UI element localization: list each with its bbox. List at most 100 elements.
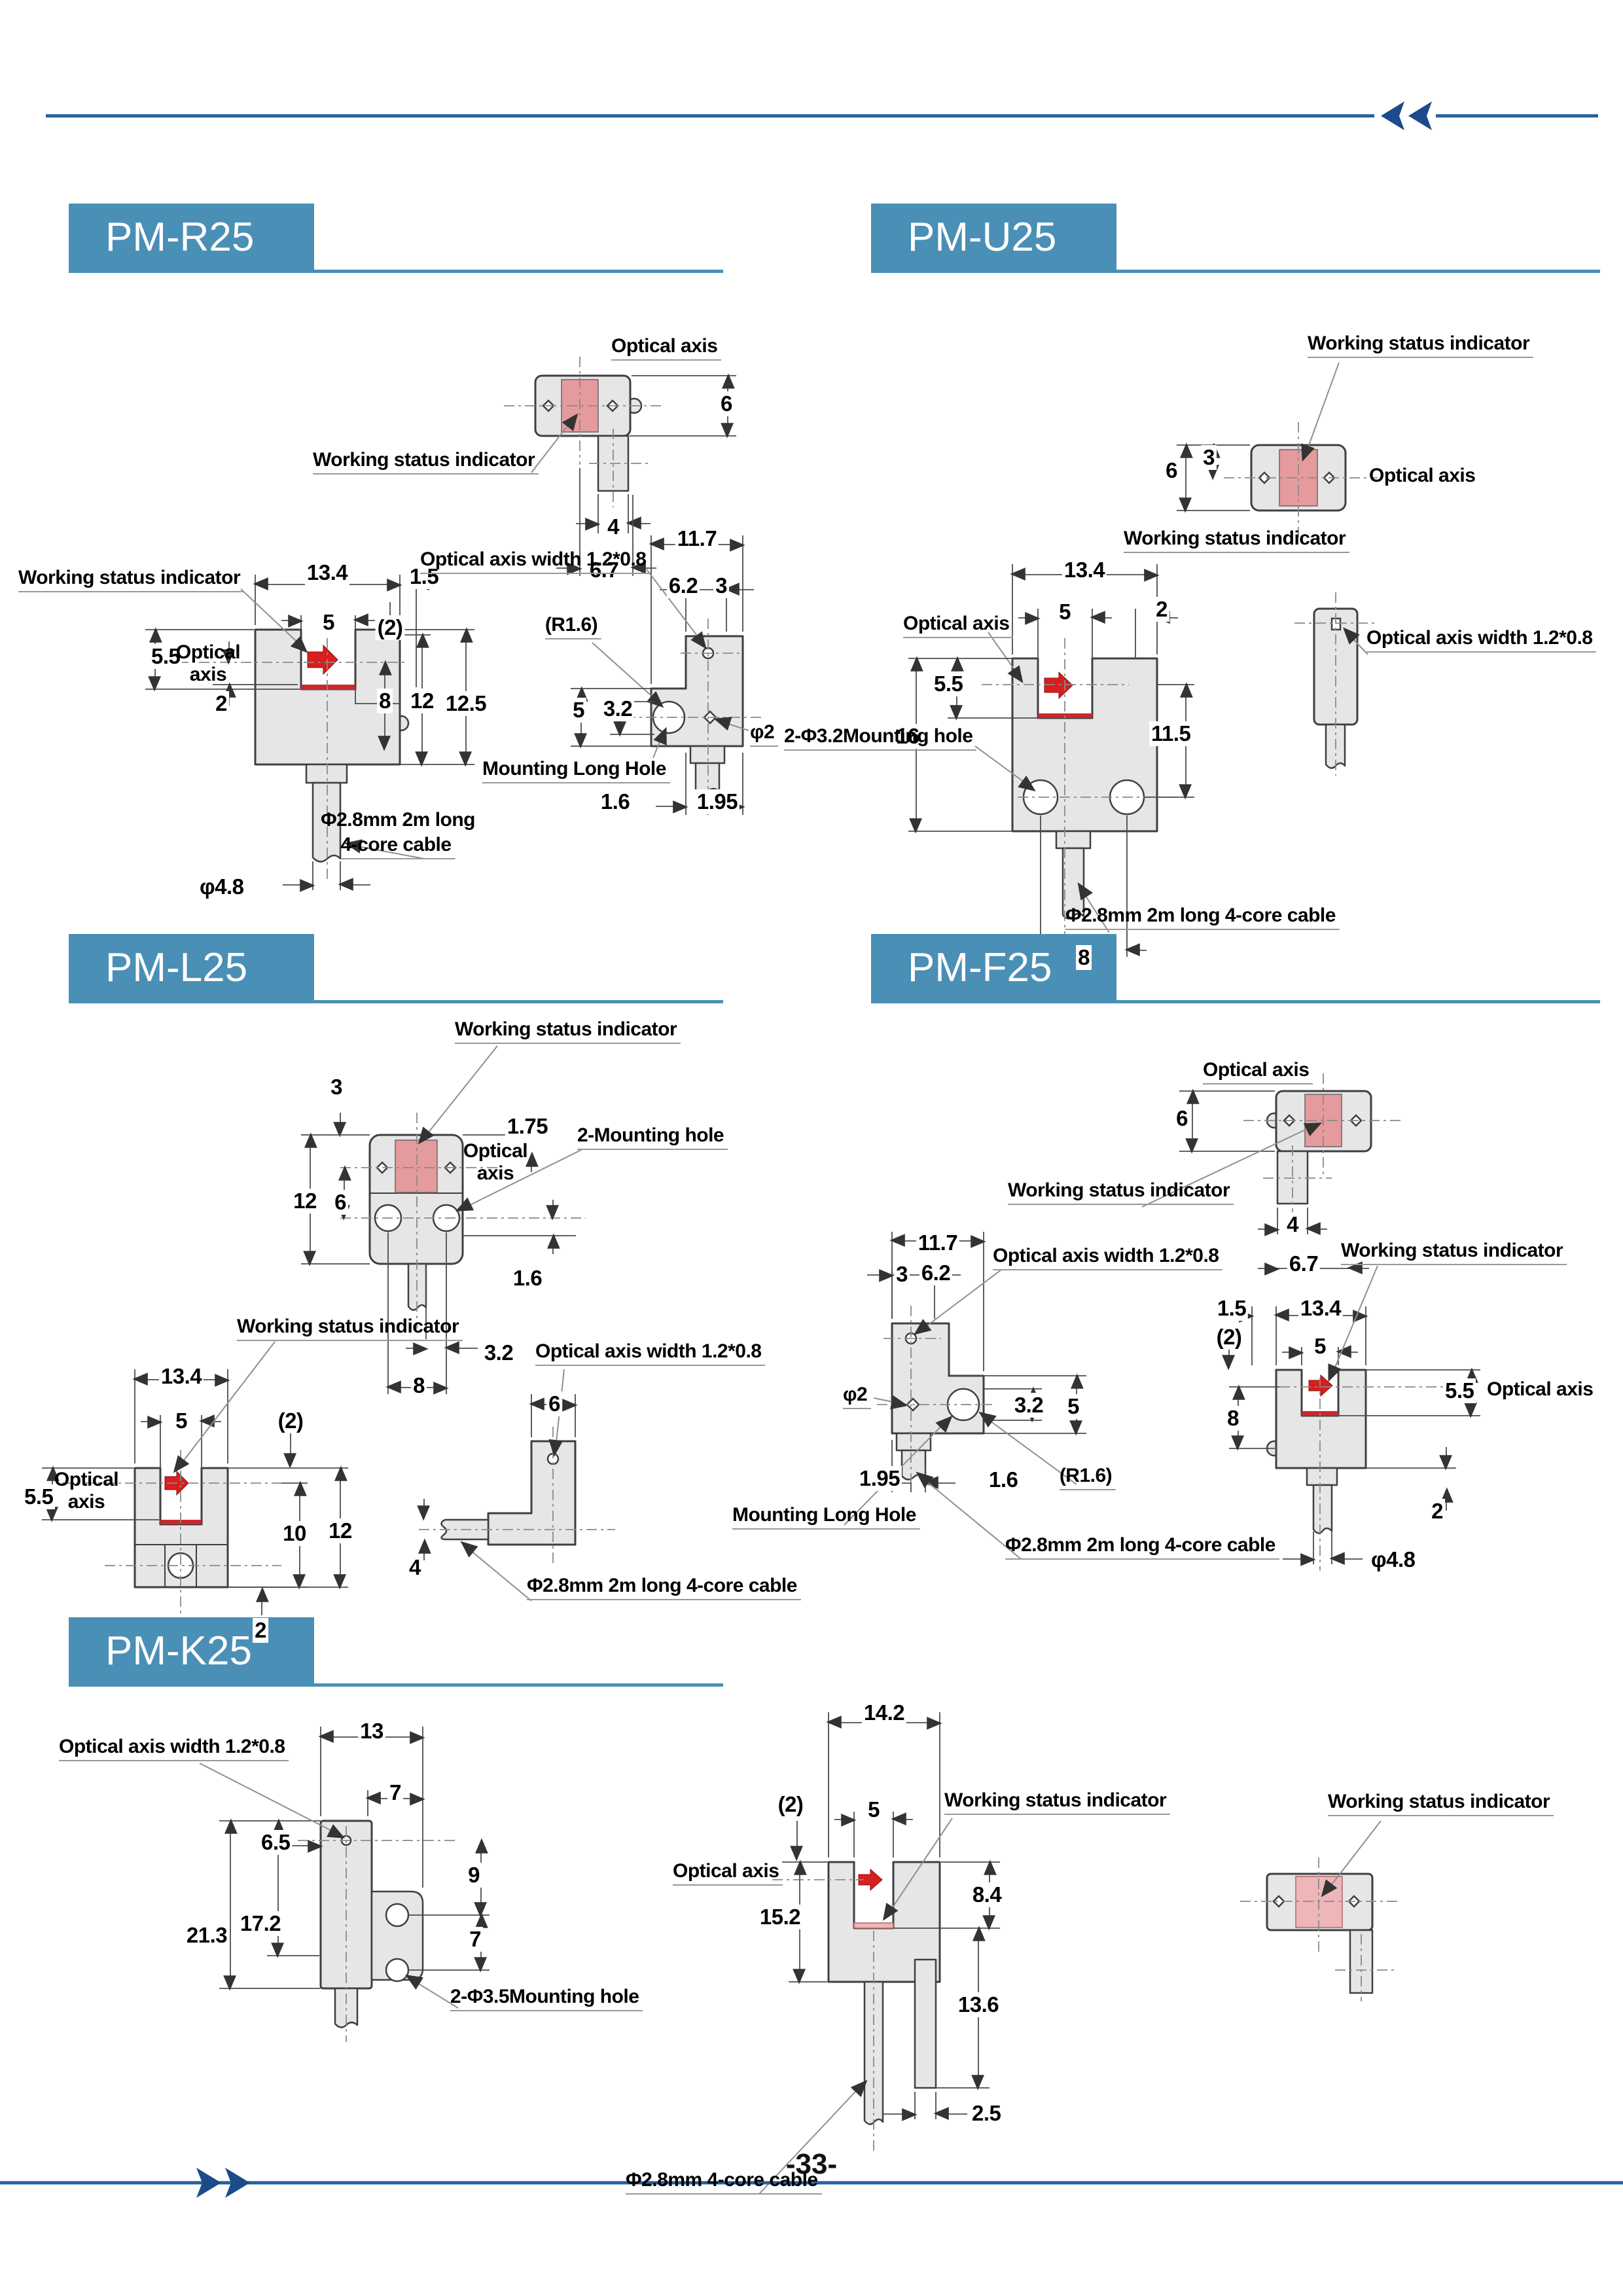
callout-label: Optical <box>175 641 241 663</box>
dimension-label: 6.2 <box>666 573 700 598</box>
callout-label: Φ2.8mm 2m long <box>320 809 476 831</box>
callout-label: Mounting Long Hole <box>482 758 670 783</box>
callout-label: Optical <box>463 1140 528 1162</box>
dimension-label: 3.2 <box>1012 1393 1046 1418</box>
dimension-label: φ4.8 <box>1369 1547 1418 1572</box>
section-title: PM-K25 <box>105 1628 252 1674</box>
dimension-label: 13.4 <box>304 560 350 585</box>
dimension-label: φ4.8 <box>198 874 246 899</box>
dimension-label: 12 <box>327 1518 354 1543</box>
section-header-rule <box>1115 270 1600 273</box>
dimension-label: 6 <box>719 391 734 416</box>
callout-label: Optical axis <box>673 1860 783 1886</box>
dimension-label: 4 <box>605 514 621 539</box>
callout-label: 2-Mounting hole <box>577 1124 728 1150</box>
callout-label: Φ2.8mm 2m long 4-core cable <box>1005 1534 1279 1560</box>
section-header-pm-f25: PM-F25 <box>871 934 1116 1003</box>
callout-label: Working status indicator <box>1308 332 1534 358</box>
dimension-label: 16 <box>894 724 921 749</box>
callout-label: Φ2.8mm 2m long 4-core cable <box>1065 905 1340 930</box>
section-title: PM-U25 <box>908 215 1057 260</box>
dimension-label: 2 <box>1429 1499 1445 1524</box>
dimension-label: 6.7 <box>587 558 621 583</box>
dimension-label: 13.4 <box>1061 558 1107 583</box>
dimension-label: 12 <box>408 689 436 713</box>
section-header-rule <box>314 1000 723 1003</box>
dimension-label: (2) <box>1214 1325 1244 1350</box>
dimension-label: 1.5 <box>407 564 441 589</box>
dimension-label: 6 <box>546 1391 562 1416</box>
dimension-label: 8 <box>1225 1406 1241 1431</box>
callout-label: axis <box>189 664 227 685</box>
dimension-label: 10 <box>281 1521 308 1546</box>
dimension-label: 13 <box>358 1719 385 1744</box>
dimension-label: 6.2 <box>919 1261 953 1285</box>
pm-f25-top-view <box>1141 1073 1400 1276</box>
pm-u25-side-view <box>1294 592 1378 776</box>
dimension-label: 3 <box>1201 445 1217 470</box>
callout-label: axis <box>476 1162 514 1184</box>
dimension-label: 1.6 <box>598 789 632 814</box>
dimension-label: 21.3 <box>184 1923 230 1948</box>
callout-label: Working status indicator <box>1341 1240 1567 1265</box>
back-chevrons-icon <box>1381 101 1432 130</box>
callout-label: 2-Φ3.2Mounting hole <box>784 725 977 751</box>
dimension-label: 3.2 <box>482 1340 516 1365</box>
pm-k25-left-view <box>199 1727 490 2042</box>
section-title: PM-F25 <box>908 945 1052 990</box>
next-chevrons-icon <box>196 2168 250 2198</box>
dimension-label: 3 <box>713 573 729 598</box>
dimension-label: 8 <box>1076 945 1092 970</box>
callout-label: Optical axis width 1.2*0.8 <box>1366 627 1597 653</box>
dimension-label: 5 <box>571 698 586 723</box>
section-header-rule <box>1115 1000 1600 1003</box>
dimension-label: (2) <box>276 1408 306 1433</box>
callout-label: Working status indicator <box>1008 1179 1234 1205</box>
section-header-rule <box>314 1683 723 1687</box>
callout-label: axis <box>67 1491 105 1513</box>
callout-label: Optical <box>54 1469 119 1490</box>
pm-l25-front-view <box>42 1341 348 1646</box>
dimension-label: 6.7 <box>1287 1251 1321 1276</box>
dimension-label: 3 <box>894 1262 910 1287</box>
dimension-label: 14.2 <box>861 1700 907 1725</box>
dimension-label: 5.5 <box>22 1484 56 1509</box>
callout-label: (R1.6) <box>1059 1465 1116 1490</box>
dimension-label: 1.95 <box>694 789 740 814</box>
dimension-label: (2) <box>375 615 405 640</box>
pm-k25-top-view <box>1240 1820 1400 2001</box>
dimension-label: 13.4 <box>1298 1296 1344 1321</box>
page-number: -33- <box>785 2148 838 2180</box>
dimension-label: 7 <box>467 1927 483 1952</box>
dimension-label: 6 <box>332 1190 348 1215</box>
dimension-label: 8 <box>377 689 393 713</box>
dimension-label: 5 <box>1065 1394 1081 1419</box>
dimension-label: 5 <box>866 1797 882 1822</box>
callout-label: Optical axis width 1.2*0.8 <box>993 1245 1223 1270</box>
section-header-pm-r25: PM-R25 <box>69 204 314 273</box>
dimension-label: 4 <box>1285 1212 1300 1237</box>
dimension-label: 13.4 <box>158 1364 204 1389</box>
dimension-label: (2) <box>776 1792 806 1817</box>
dimension-label: 11.7 <box>675 526 719 551</box>
dimension-label: 12.5 <box>443 691 489 716</box>
dimension-label: 6.5 <box>259 1830 293 1855</box>
callout-label: 4-core cable <box>340 834 455 859</box>
pm-r25-front-view <box>145 575 474 892</box>
callout-label: 2-Φ3.5Mounting hole <box>450 1986 643 2011</box>
section-header-pm-l25: PM-L25 <box>69 934 314 1003</box>
dimension-label: 12 <box>291 1189 319 1213</box>
callout-label: Optical axis width 1.2*0.8 <box>535 1340 766 1366</box>
dimension-label: 3 <box>329 1075 344 1100</box>
section-header-pm-k25: PM-K25 <box>69 1617 314 1687</box>
callout-label: Working status indicator <box>313 449 539 475</box>
dimension-label: 1.6 <box>510 1266 544 1291</box>
dimension-label: 13.6 <box>955 1992 1001 2017</box>
dimension-label: 5.5 <box>932 672 965 696</box>
callout-label: Working status indicator <box>1124 528 1350 553</box>
dimension-label: 5 <box>1312 1334 1328 1359</box>
dimension-label: 15.2 <box>757 1905 803 1929</box>
callout-label: Φ2.8mm 4-core cable <box>626 2169 822 2195</box>
pm-f25-side-view <box>844 1232 1086 1560</box>
